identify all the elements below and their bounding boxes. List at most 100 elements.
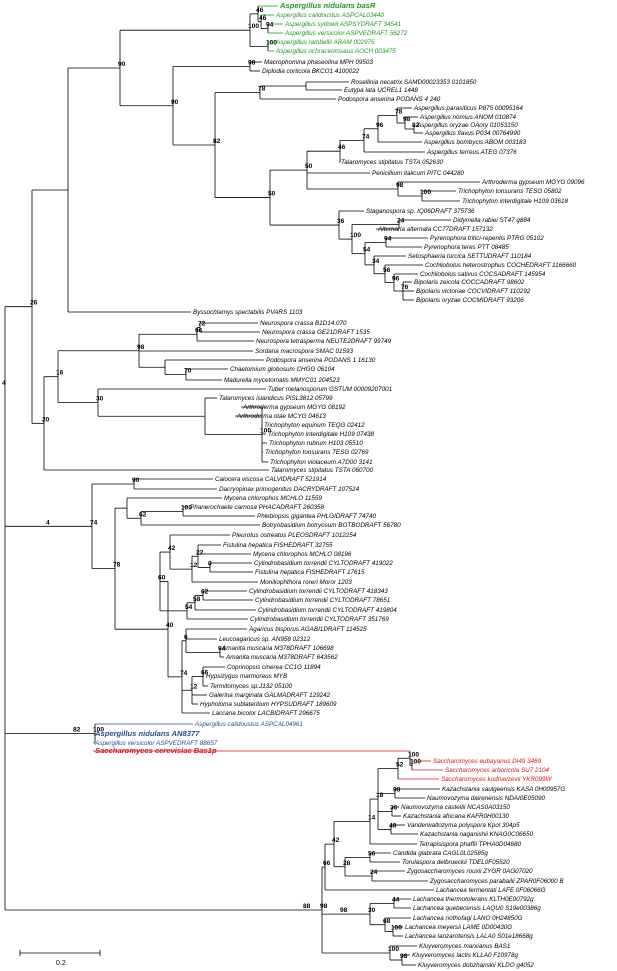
leaf-label: Arthroderma gypseum MGYG 08192 [242,404,346,411]
leaf-label: Saccharomyces eubayanus DI49 3469 [433,758,542,765]
bootstrap-value: 98 [340,907,348,914]
leaf-label: Aspergillus rambellii ARAM 002975 [275,39,375,46]
leaf-label: Candida glabrata CAGL0L02585g [393,850,488,857]
leaf-label: Trichophyton rubrum H103 05510 [269,440,363,447]
bootstrap-value: 4 [46,519,50,526]
bootstrap-value: 98 [400,953,408,960]
leaf-label: Aspergillus oryzae OAory 01053150 [416,122,518,129]
leaf-label: Kluyveromyces lactis KLLA0 F10978g [412,952,519,959]
leaf-label: Phlebiopsis gigantea PHLGIDRAFT 74740 [257,513,377,520]
leaf-label: Sordaria macrospora SMAC 01593 [255,348,353,355]
bootstrap-value: 30 [368,907,376,914]
bootstrap-value: 94 [218,646,226,653]
bootstrap-value: 100 [266,40,277,47]
bootstrap-value: 24 [397,218,405,225]
bootstrap-value: 100 [388,946,399,953]
bootstrap-value: 74 [180,670,188,677]
bootstrap-value: 82 [213,138,221,145]
leaf-label: Zygosaccharomyces parabailii ZPAR0F06000… [429,878,564,885]
leaf-label: Saccharomyces kudriavzevii YKR099W [441,776,553,783]
bootstrap-value: 44 [392,897,400,904]
bootstrap-value: 98 [248,60,256,67]
leaf-label: Amanita muscaria M378DRAFT 106698 [221,645,334,652]
leaf-label: Cochliobolus sativus COCSADRAFT 145954 [420,271,546,278]
leaf-label: Aspergillus terreus ATEG 07376 [426,149,517,156]
bootstrap-value: 98 [403,116,411,123]
leaf-label: Lachancea meyersii LAME 0D00430G [405,924,512,931]
bootstrap-value: 74 [90,519,98,526]
leaf-label: Hypholoma sublateritium HYPSUDRAFT 18960… [200,701,337,708]
leaf-label: Coprinopsis cinerea CC1G 11894 [227,664,321,671]
leaf-label: Staganospora sp. IQ06DRAFT 375736 [366,208,475,215]
leaf-label: Hypsizygus marmoreus MYB [206,673,287,680]
bootstrap-value: 68 [383,918,391,925]
bootstrap-value: 100 [181,505,192,512]
leaf-label: Aspergillus sydowii ASPSYDRAFT 34541 [284,21,401,28]
leaf-label: Tetrapisispora phaffii TPHA0D04680 [419,841,521,848]
bootstrap-value: 98 [393,787,401,794]
leaf-label: Cylindrobasidium torrendii CYLTODRAFT 78… [255,597,390,604]
bootstrap-value: 50 [305,163,313,170]
bootstrap-value: 50 [268,191,276,198]
leaf-label: Arthroderma gypseum MGYG 09096 [481,179,585,186]
leaf-label: Botryobasidium botryosum BOTBODRAFT 5678… [262,522,401,529]
bootstrap-value: 90 [132,477,140,484]
leaf-label: Amanita muscaria M378DRAFT 643562 [225,654,338,661]
bootstrap-value: 100 [93,727,104,734]
leaf-label: Trichophyton tonsurans TESG 05802 [458,188,562,195]
bootstrap-value: 30 [96,396,104,403]
bootstrap-value: 16 [56,370,64,377]
leaf-label: Rosellinia necatrix SAMD00023353 0101850 [351,79,477,86]
leaf-label: Naumovozyma castellii NCAS0A03150 [401,804,510,811]
bootstrap-value: 22 [196,549,204,556]
leaf-label: Aspergillus nidulans AN8377 [94,729,200,738]
bootstrap-value: 66 [323,860,331,867]
leaf-label: Aspergillus bombycis ABOM 003183 [423,139,526,146]
leaf-label: Bipolaris victoriae COCVIDRAFT 110292 [416,288,531,295]
leaf-label: Podospora anserina PODANS 4 240 [338,96,441,103]
leaf-label: Aspergillus nidulans basR [279,1,376,10]
bootstrap-value: 82 [73,727,81,734]
leaf-label: Cylindrobasidium torrendii CYLTODRAFT 41… [258,607,397,614]
bootstrap-value: 20 [42,416,50,423]
bootstrap-value: 28 [343,860,351,867]
bootstrap-value: 94 [266,22,274,29]
bootstrap-value: 98 [137,344,145,351]
leaf-label: Galerina marginata GALMADRAFT 129242 [209,692,331,699]
leaf-label: Mycena chlorophos MCHLO 08196 [253,551,352,558]
leaf-label: Bipolaris oryzae COCMIDRAFT 93206 [416,297,524,304]
leaf-label: Podospora anserina PODANS 1 16130 [266,357,376,364]
leaf-label: Trichophyton violaceum A7D00 3141 [270,459,373,466]
bootstrap-value: 42 [168,545,176,552]
bootstrap-value: 98 [396,182,404,189]
bootstrap-value: 56 [383,267,391,274]
leaf-label: Naumovozyma dairenensis NDAI0E05090 [427,795,545,802]
bootstrap-value: 54 [363,247,371,254]
leaf-label: Talaromyces stipitatus TSTA 052630 [341,159,443,166]
leaf-label: Bipolaris zeicola COCCADRAFT 98602 [414,279,525,286]
leaf-label: Zygosaccharomyces rouxii ZYGR 0AG07020 [406,868,533,875]
bootstrap-value: 100 [248,23,259,30]
bootstrap-value: 58 [193,596,201,603]
leaf-label: Aspergillus versicolor ASPVEDRAFT 88657 [94,740,218,747]
leaf-label: Pyrenophora tritici-repentis PTRG 05102 [430,235,544,242]
bootstrap-value: 78 [395,109,403,116]
bootstrap-value: 82 [412,122,420,129]
bootstrap-value: 52 [396,762,404,769]
bootstrap-value: 90 [171,99,179,106]
bootstrap-value: 96 [195,327,203,334]
bootstrap-value: 42 [332,837,340,844]
leaf-label: Macrophomina phaseolina MPH 09503 [264,59,373,66]
leaf-label: Madurella mycetomatis MMYC01 204523 [224,377,340,384]
leaf-label: Cylindrobasidium torrendii CYLTODRAFT 35… [250,616,389,623]
leaf-label: Cylindrobasidium torrendii CYLTODRAFT 41… [249,588,388,595]
leaf-label: Vanderwaltozyma polyspora Kpol 304p5 [407,822,520,829]
leaf-label: Termitomyces sp.J132 05100 [210,683,293,690]
bootstrap-value: 100 [350,232,361,239]
bootstrap-value: 36 [390,805,398,812]
leaf-label: Dacryopinax primogenitus DACRYDRAFT 1075… [219,486,360,493]
bootstrap-value: 54 [185,604,193,611]
leaf-label: Aspergillus calidoustus ASPCAL04961 [194,721,303,728]
leaf-label: Trichophyton interdigitale H109 07438 [268,431,374,438]
